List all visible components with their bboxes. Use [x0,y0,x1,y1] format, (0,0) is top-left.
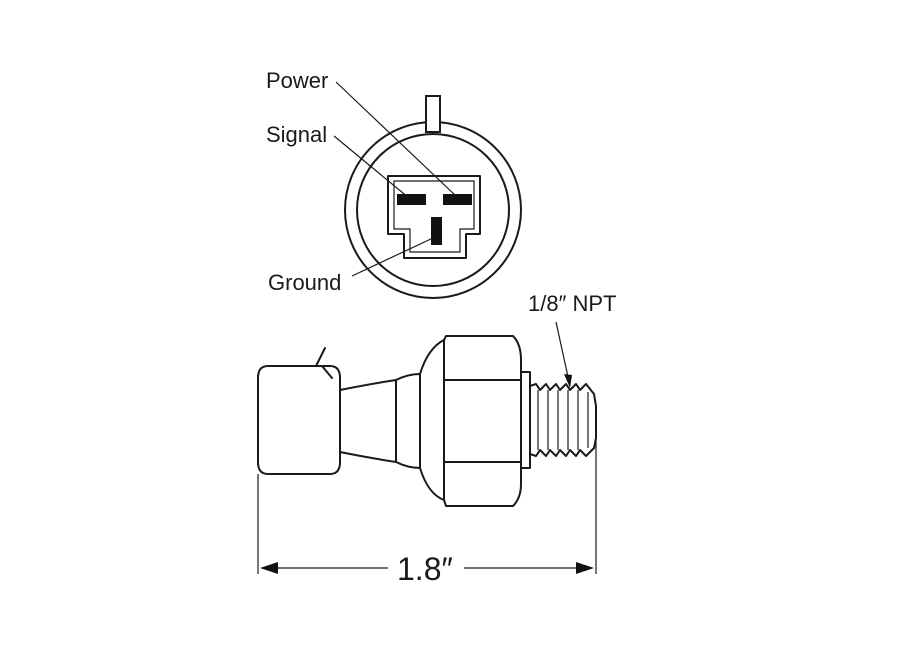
connector-body [257,365,341,475]
ground-pin [431,217,442,245]
connector-latch-tab [425,95,441,133]
connector-clip [315,347,326,367]
connector-housing-outer [387,175,481,259]
connector-clip-edge [321,365,333,379]
power-pin [443,194,472,205]
npt-thread [529,383,597,457]
pin-leader-lines [333,81,457,277]
power-label: Power [266,68,328,93]
sensor-dome [419,339,445,501]
power-leader-line [335,81,457,197]
sensor-collar [395,373,421,469]
dimension-arrowhead-right [576,562,594,574]
signal-leader-line [333,135,410,199]
ground-label: Ground [268,270,341,295]
connector-inner-ring [356,133,510,287]
signal-pin [397,194,426,205]
thread-leader-arrowhead [564,374,572,388]
length-label: 1.8″ [397,551,453,587]
hex-nut [443,335,522,507]
sensor-side-view [257,335,597,507]
thread-shoulder [520,371,531,469]
connector-end-view [344,95,522,299]
length-dimension [257,440,597,574]
dimension-arrowhead-left [260,562,278,574]
sensor-neck [339,379,397,463]
ground-leader-line [351,237,434,277]
connector-housing-inner [393,180,475,253]
signal-label: Signal [266,122,327,147]
connector-outer-ring [344,121,522,299]
thread-size-label: 1/8″ NPT [528,291,616,316]
